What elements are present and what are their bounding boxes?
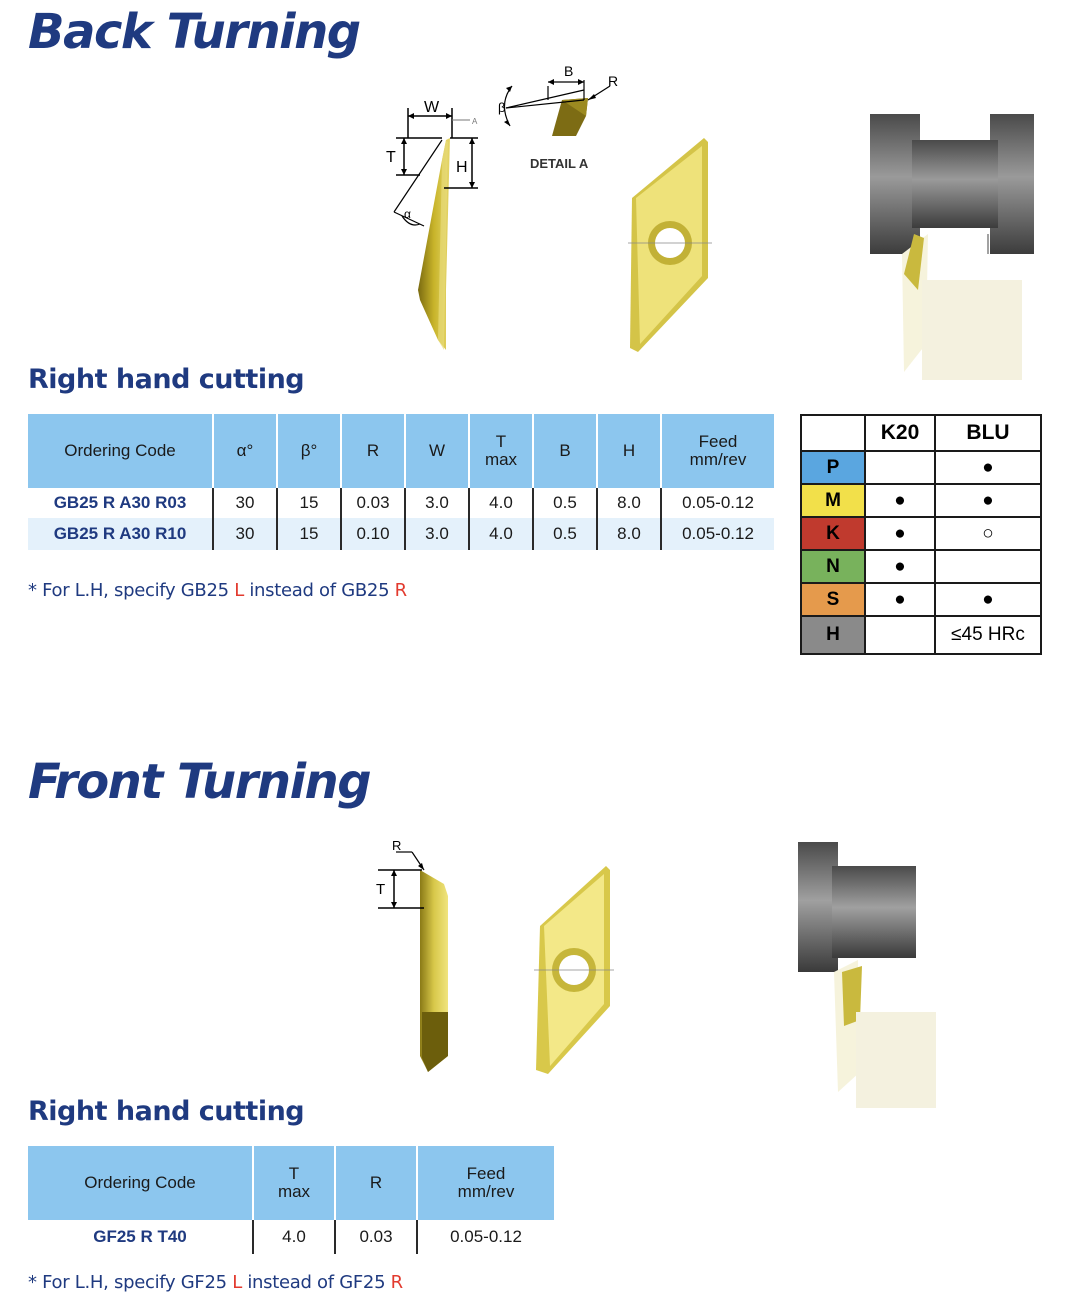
dim-H-label: H — [456, 159, 468, 176]
grade-material-table: K20 BLU P ● M ● ● K ● ○ N ● S ● ● — [800, 414, 1042, 655]
grade-k20-cell — [864, 615, 936, 655]
cell-h: 8.0 — [596, 488, 661, 518]
grade-blu-cell: ● — [934, 582, 1042, 617]
cell-t-max: 4.0 — [468, 488, 533, 518]
material-P: P — [800, 450, 866, 485]
cell-b: 0.5 — [532, 488, 597, 518]
detail-A-marker: A — [472, 117, 478, 126]
table-row: GB25 R A30 R03 30 15 0.03 3.0 4.0 0.5 8.… — [28, 488, 774, 518]
front-dim-R-label: R — [392, 838, 401, 853]
front-insert-dimension-drawing: T R — [376, 838, 448, 1072]
cell-t-max: 4.0 — [252, 1220, 335, 1254]
back-insert-face-image — [628, 138, 712, 352]
cell-w: 3.0 — [404, 488, 469, 518]
grade-k20-cell: ● — [864, 483, 936, 518]
grade-k20-cell: ● — [864, 582, 936, 617]
grade-row: M ● ● — [800, 483, 1042, 518]
detail-beta-label: β — [498, 100, 505, 115]
front-dim-T-label: T — [376, 881, 385, 898]
dim-alpha-label: α — [404, 207, 411, 221]
grade-blu-cell: ≤45 HRc — [934, 615, 1042, 655]
grade-blu-cell: ● — [934, 450, 1042, 485]
grade-header-row: K20 BLU — [800, 414, 1042, 452]
material-K: K — [800, 516, 866, 551]
cell-r: 0.03 — [340, 488, 405, 518]
material-S: S — [800, 582, 866, 617]
back-turning-holder-image — [870, 114, 1034, 380]
cell-feed: 0.05-0.12 — [660, 518, 774, 550]
grade-k20-cell: ● — [864, 516, 936, 551]
grade-row: P ● — [800, 450, 1042, 485]
grade-row: S ● ● — [800, 582, 1042, 617]
col-b: B — [532, 414, 597, 488]
cell-b: 0.5 — [532, 518, 597, 550]
cell-w: 3.0 — [404, 518, 469, 550]
col-r: R — [340, 414, 405, 488]
col-beta: β° — [276, 414, 341, 488]
col-ordering-code: Ordering Code — [28, 1146, 253, 1220]
material-N: N — [800, 549, 866, 584]
front-insert-face-image — [534, 866, 614, 1074]
back-subtitle: Right hand cutting — [28, 364, 305, 395]
grade-blu-cell: ○ — [934, 516, 1042, 551]
cell-r: 0.10 — [340, 518, 405, 550]
cell-r: 0.03 — [334, 1220, 417, 1254]
grade-row: H ≤45 HRc — [800, 615, 1042, 655]
grade-blu-header: BLU — [934, 414, 1042, 452]
grade-row: K ● ○ — [800, 516, 1042, 551]
cell-beta: 15 — [276, 518, 341, 550]
cell-t-max: 4.0 — [468, 518, 533, 550]
front-subtitle: Right hand cutting — [28, 1096, 305, 1127]
table-row: GB25 R A30 R10 30 15 0.10 3.0 4.0 0.5 8.… — [28, 518, 774, 550]
back-lh-note: * For L.H, specify GB25 L instead of GB2… — [28, 580, 407, 601]
cell-code: GB25 R A30 R10 — [28, 518, 213, 550]
detail-a-drawing: B R β DETAIL A — [498, 63, 618, 171]
back-insert-dimension-drawing: W T H α A — [386, 99, 478, 350]
col-t-max: T max — [252, 1146, 335, 1220]
detail-a-caption: DETAIL A — [530, 156, 589, 171]
cell-feed: 0.05-0.12 — [416, 1220, 554, 1254]
table-row: GF25 R T40 4.0 0.03 0.05-0.12 — [28, 1220, 554, 1254]
detail-B-label: B — [564, 63, 573, 79]
col-ordering-code: Ordering Code — [28, 414, 213, 488]
grade-blu-cell — [934, 549, 1042, 584]
grade-k20-cell — [864, 450, 936, 485]
material-H: H — [800, 615, 866, 655]
cell-h: 8.0 — [596, 518, 661, 550]
cell-beta: 15 — [276, 488, 341, 518]
cell-code: GB25 R A30 R03 — [53, 493, 187, 512]
cell-code: GF25 R T40 — [93, 1227, 187, 1246]
back-turning-table: Ordering Code α° β° R W T max B H Feed m… — [28, 414, 774, 550]
col-alpha: α° — [212, 414, 277, 488]
grade-k20-header: K20 — [864, 414, 936, 452]
cell-alpha: 30 — [212, 488, 277, 518]
material-M: M — [800, 483, 866, 518]
cell-feed: 0.05-0.12 — [660, 488, 774, 518]
col-t-max: T max — [468, 414, 533, 488]
dim-T-label: T — [386, 149, 396, 166]
back-turning-title: Back Turning — [28, 4, 361, 60]
grade-k20-cell: ● — [864, 549, 936, 584]
front-lh-note: * For L.H, specify GF25 L instead of GF2… — [28, 1272, 403, 1293]
detail-R-label: R — [608, 73, 618, 89]
col-r: R — [334, 1146, 417, 1220]
dim-W-label: W — [424, 99, 440, 116]
col-w: W — [404, 414, 469, 488]
table-header-row: Ordering Code T max R Feed mm/rev — [28, 1146, 554, 1220]
grade-row: N ● — [800, 549, 1042, 584]
front-turning-table: Ordering Code T max R Feed mm/rev GF25 R… — [28, 1146, 554, 1254]
cell-alpha: 30 — [212, 518, 277, 550]
col-feed: Feed mm/rev — [660, 414, 774, 488]
front-turning-holder-image — [798, 842, 936, 1108]
col-feed: Feed mm/rev — [416, 1146, 554, 1220]
table-header-row: Ordering Code α° β° R W T max B H Feed m… — [28, 414, 774, 488]
front-turning-title: Front Turning — [28, 754, 372, 810]
col-h: H — [596, 414, 661, 488]
grade-blu-cell: ● — [934, 483, 1042, 518]
